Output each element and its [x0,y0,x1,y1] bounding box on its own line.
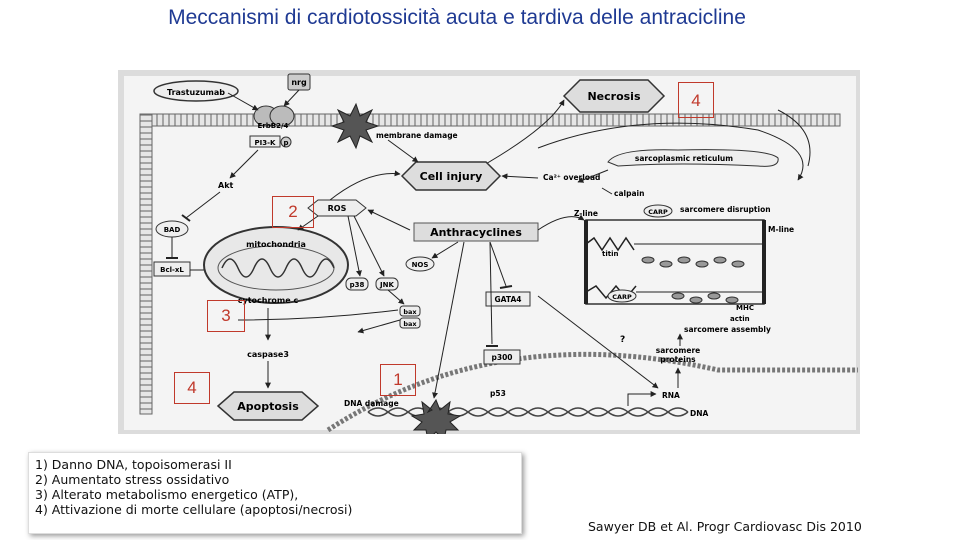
jnk-label: JNK [379,281,394,289]
legend-line-3: 3) Alterato metabolismo energetico (ATP)… [35,487,515,502]
nos-label: NOS [412,261,429,269]
gata4-label: GATA4 [495,295,522,304]
caspase3-label: caspase3 [247,350,289,359]
dna-label: DNA [690,409,709,418]
calpain-label: calpain [614,189,644,198]
marker-3: 3 [207,300,245,332]
ca-overload-label: Ca²⁺ overload [543,173,600,182]
apoptosis-label: Apoptosis [237,400,299,413]
legend-box: 1) Danno DNA, topoisomerasi II 2) Aument… [28,452,522,534]
membrane-damage-star [332,104,378,148]
citation: Sawyer DB et Al. Progr Cardiovasc Dis 20… [588,519,862,534]
marker-1: 1 [380,364,416,396]
cell-injury-label: Cell injury [420,170,483,183]
cell-membrane-left [140,114,152,414]
bad-label: BAD [164,226,181,234]
bax2-label: bax [403,320,417,328]
page-title: Meccanismi di cardiotossicità acuta e ta… [0,6,914,30]
p53-label: p53 [490,389,506,398]
akt-label: Akt [218,181,234,190]
membrane-damage-label: membrane damage [376,131,458,140]
ros-label: ROS [328,204,347,213]
sarcomere-disruption-label: sarcomere disruption [680,205,771,214]
rna-label: RNA [662,391,680,400]
dna-damage-label: DNA damage [344,399,399,408]
marker-2: 2 [272,196,314,228]
cardiotoxicity-diagram: Trastuzumab nrg ErbB2/4 PI3-K p Akt BAD … [118,70,860,434]
trastuzumab-label: Trastuzumab [167,88,225,97]
question-label: ? [620,335,625,345]
marker-4-top: 4 [678,82,714,118]
sarcoplasmic-reticulum-label: sarcoplasmic reticulum [635,154,733,163]
p300-label: p300 [491,353,512,362]
erbb-label: ErbB2/4 [258,122,289,130]
sarcomere-proteins-label-1: sarcomere [656,346,701,355]
zline-label: Z-line [574,209,598,218]
bax1-label: bax [403,308,417,316]
sarcomere-proteins-label-2: proteins [660,355,696,364]
carp2-label: CARP [612,293,632,301]
cell-membrane-top [140,114,840,126]
actin-label: actin [730,315,750,323]
bclxl-label: Bcl-xL [160,266,184,274]
legend-line-2: 2) Aumentato stress ossidativo [35,472,515,487]
nrg-label: nrg [291,78,307,87]
pi3k-label: PI3-K [255,139,277,147]
cytochrome-label: cytochrome c [238,296,299,305]
mitochondria [204,227,348,303]
legend-line-1: 1) Danno DNA, topoisomerasi II [35,457,515,472]
mline-label: M-line [768,225,794,234]
marker-4-bottom: 4 [174,372,210,404]
necrosis-label: Necrosis [587,90,640,103]
p-label: p [283,139,288,147]
mitochondria-label: mitochondria [246,240,306,249]
titin-label: titin [602,250,618,258]
carp1-label: CARP [648,208,668,216]
anthracyclines-label: Anthracyclines [430,226,522,239]
p38-label: p38 [350,281,365,289]
legend-line-4: 4) Attivazione di morte cellulare (apopt… [35,502,515,517]
mhc-label: MHC [736,304,754,312]
sarcomere-assembly-label: sarcomere assembly [684,325,771,334]
